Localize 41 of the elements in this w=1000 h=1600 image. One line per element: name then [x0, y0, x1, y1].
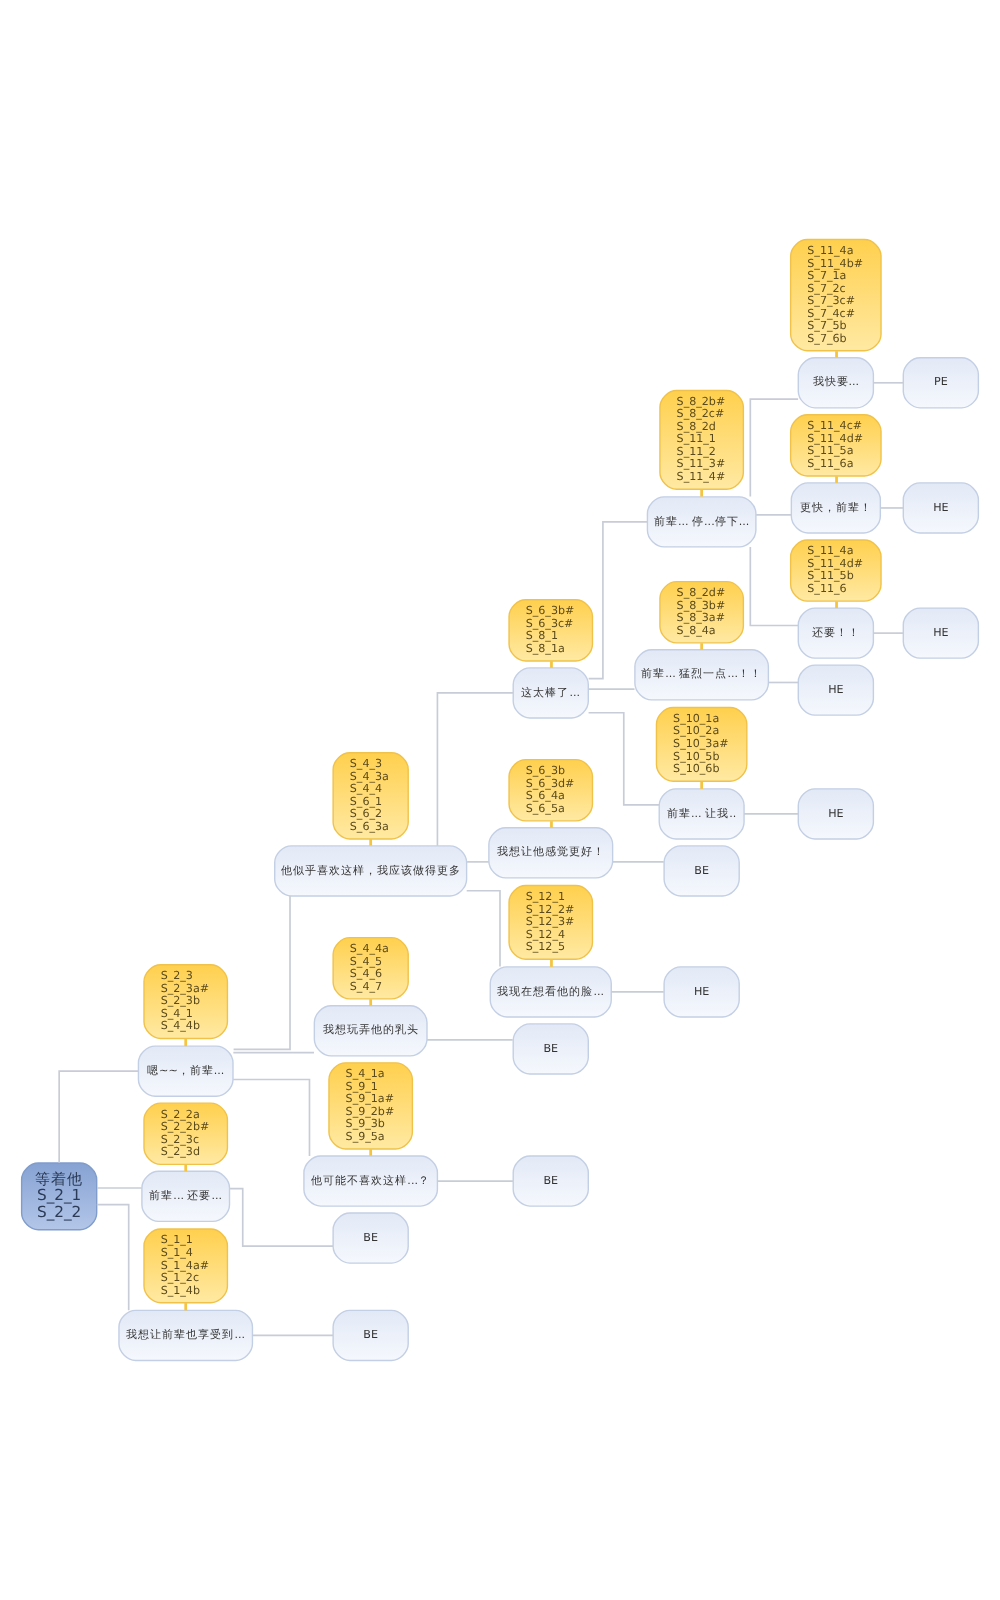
- connector: [610, 991, 665, 993]
- connector: [587, 688, 636, 691]
- connector: [872, 632, 904, 634]
- connector: [700, 489, 704, 497]
- connector: [587, 521, 648, 680]
- connector: [550, 661, 553, 668]
- connector: [755, 514, 792, 516]
- connector: [58, 1070, 140, 1164]
- connector: [587, 711, 660, 806]
- connector: [436, 1180, 514, 1182]
- connector: [369, 1149, 373, 1156]
- connector: [835, 476, 838, 483]
- connector: [550, 959, 553, 967]
- connector: [872, 381, 904, 384]
- connector: [466, 861, 490, 863]
- connector: [879, 507, 905, 509]
- connector: [700, 781, 704, 789]
- connector: [465, 889, 501, 968]
- connector: [749, 546, 799, 627]
- connector: [251, 1334, 334, 1337]
- connector: [232, 1078, 311, 1157]
- connector: [184, 1038, 188, 1047]
- connector: [743, 813, 800, 815]
- connector: [184, 1164, 188, 1172]
- connector: [700, 643, 704, 650]
- connector: [835, 601, 838, 609]
- connector: [96, 1187, 143, 1189]
- connector: [835, 351, 838, 358]
- connector: [767, 681, 799, 684]
- connector: [426, 1039, 514, 1041]
- connector: [369, 839, 373, 846]
- connector: [184, 1303, 188, 1311]
- connector: [369, 999, 373, 1006]
- connector: [612, 861, 665, 863]
- connector: [749, 398, 799, 498]
- connector: [229, 1187, 334, 1247]
- connector: [232, 1051, 315, 1054]
- connector: [95, 1203, 130, 1312]
- connector: [436, 692, 514, 847]
- connector: [232, 895, 291, 1051]
- connector: [550, 821, 553, 828]
